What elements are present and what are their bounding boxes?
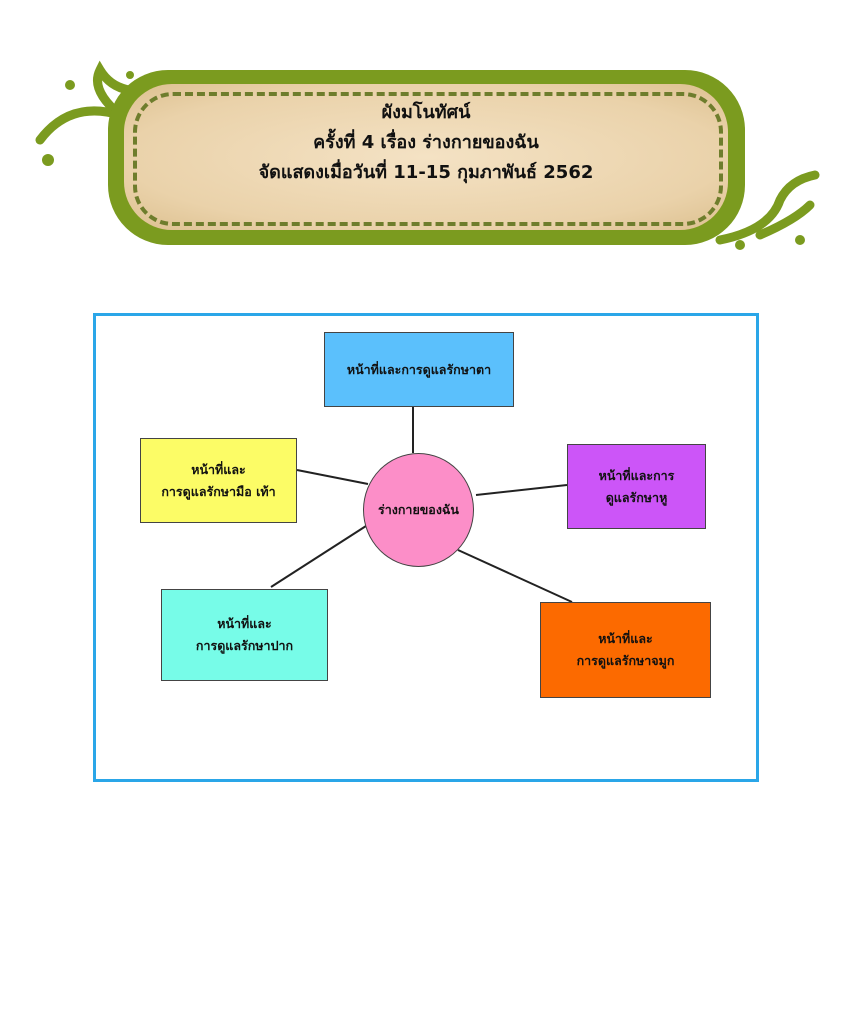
connector-ears xyxy=(475,484,568,496)
title-banner-panel xyxy=(124,84,728,230)
node-label: หน้าที่และ xyxy=(598,631,653,646)
connector-mouth xyxy=(270,525,367,588)
diagram-frame xyxy=(93,313,759,782)
center-node: ร่างกายของฉัน xyxy=(363,453,474,567)
center-label: ร่างกายของฉัน xyxy=(378,502,459,517)
node-label: หน้าที่และการดูแลรักษาตา xyxy=(346,361,492,377)
node-ears: หน้าที่และการ ดูแลรักษาหู xyxy=(567,444,706,529)
node-nose: หน้าที่และ การดูแลรักษาจมูก xyxy=(540,602,711,698)
banner-title: ผังมโนทัศน์ ครั้งที่ 4 เรื่อง ร่างกายของ… xyxy=(124,98,728,188)
title-line-3: จัดแสดงเมื่อวันที่ 11-15 กุมภาพันธ์ 2562 xyxy=(258,162,594,183)
node-label: การดูแลรักษามือ เท้า xyxy=(161,483,276,499)
node-label: ดูแลรักษาหู xyxy=(605,489,668,505)
node-hands-feet: หน้าที่และ การดูแลรักษามือ เท้า xyxy=(140,438,297,523)
node-label: หน้าที่และ xyxy=(191,461,246,477)
connector-hands-feet xyxy=(296,469,369,485)
node-label: การดูแลรักษาจมูก xyxy=(576,653,675,668)
node-label: หน้าที่และ xyxy=(217,616,272,631)
title-line-2: ครั้งที่ 4 เรื่อง ร่างกายของฉัน xyxy=(313,132,539,153)
node-label: การดูแลรักษาปาก xyxy=(195,638,294,653)
node-label: หน้าที่และการ xyxy=(598,467,675,483)
connector-nose xyxy=(457,549,573,603)
decorative-swirl-right xyxy=(715,170,820,250)
node-mouth: หน้าที่และ การดูแลรักษาปาก xyxy=(161,589,328,681)
title-banner-dashed-border xyxy=(133,92,723,226)
title-line-1: ผังมโนทัศน์ xyxy=(381,102,471,123)
node-eyes: หน้าที่และการดูแลรักษาตา xyxy=(324,332,514,407)
decorative-swirl-left xyxy=(35,60,155,166)
